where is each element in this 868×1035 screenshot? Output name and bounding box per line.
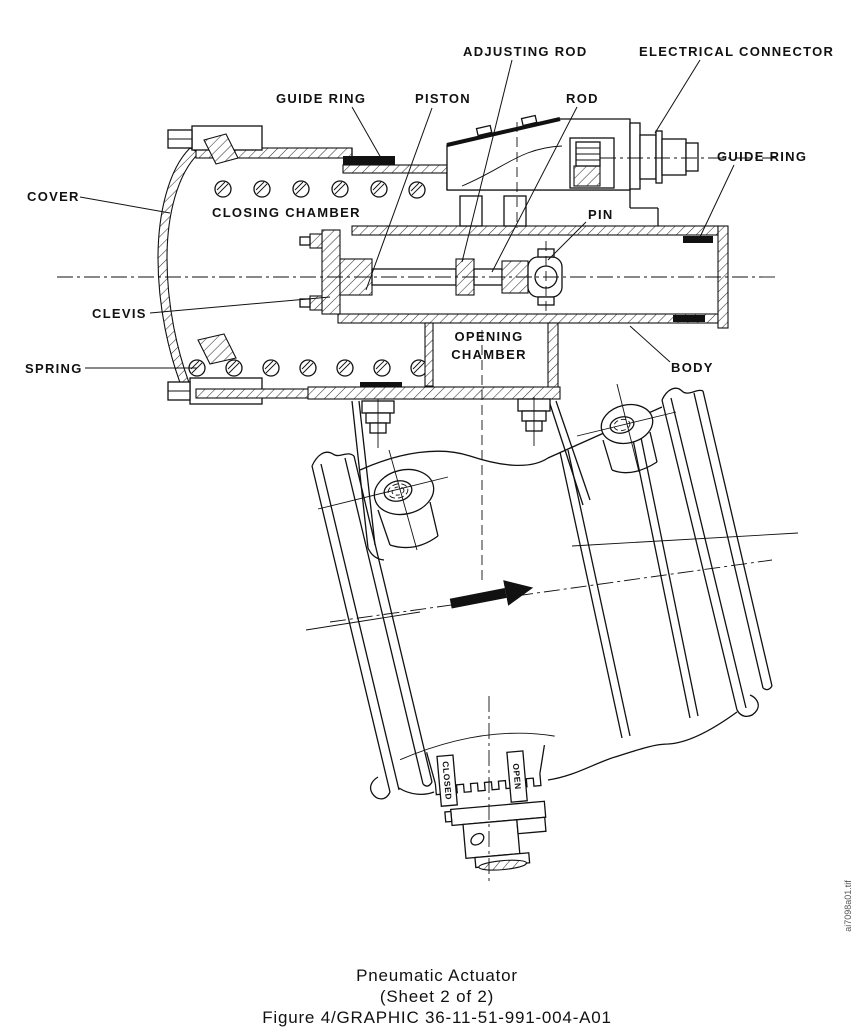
spring-coil bbox=[331, 180, 349, 198]
neck-slot-left bbox=[459, 195, 483, 227]
label-opening-chamber-line2: CHAMBER bbox=[451, 347, 527, 362]
duct-boss-left bbox=[317, 449, 449, 551]
label-pin: PIN bbox=[588, 207, 614, 222]
label-clevis: CLEVIS bbox=[92, 306, 147, 321]
top-lug-pin bbox=[203, 133, 239, 165]
transmitter-boss-1 bbox=[475, 124, 493, 137]
duct-top-edge bbox=[359, 406, 663, 471]
opening-chamber-right-wall bbox=[547, 322, 559, 390]
caption-sheet: (Sheet 2 of 2) bbox=[380, 987, 494, 1006]
leader-clevis bbox=[149, 296, 331, 314]
leader-pin bbox=[547, 221, 587, 261]
label-guide-ring-right: GUIDE RING bbox=[717, 149, 807, 164]
piston-flange bbox=[321, 229, 341, 315]
spring-coil bbox=[225, 359, 243, 377]
open-placard bbox=[506, 750, 528, 803]
shaft-step bbox=[516, 816, 547, 835]
label-body: BODY bbox=[671, 360, 714, 375]
figure-caption: Pneumatic Actuator (Sheet 2 of 2) Figure… bbox=[262, 966, 612, 1027]
transmitter-top-edge bbox=[446, 117, 561, 147]
label-rod: ROD bbox=[566, 91, 599, 106]
label-piston: PISTON bbox=[415, 91, 471, 106]
rack-teeth bbox=[576, 147, 600, 161]
spring-coil bbox=[292, 180, 310, 198]
guide-ring-seal-right-top bbox=[683, 236, 713, 243]
duct-ridges bbox=[559, 422, 699, 739]
closed-placard bbox=[436, 754, 459, 807]
electrical-connector-stack bbox=[629, 122, 699, 190]
leader-guide-ring-right bbox=[699, 164, 735, 238]
flow-arrow bbox=[449, 580, 534, 609]
centerlines bbox=[57, 122, 799, 884]
guide-ring-seal-top-left bbox=[343, 156, 395, 165]
clevis-bolt-bottom bbox=[299, 298, 311, 308]
duct-boss-right bbox=[576, 383, 677, 474]
leader-electrical-connector bbox=[654, 59, 701, 134]
neck-slot-right bbox=[503, 195, 527, 227]
label-adjusting-rod: ADJUSTING ROD bbox=[463, 44, 588, 59]
duct-bottom-edge-left bbox=[398, 787, 435, 795]
transmitter-boss-2 bbox=[520, 114, 538, 127]
duct-bottom-edge-right bbox=[547, 711, 738, 781]
label-closed: CLOSED bbox=[440, 761, 453, 801]
shaft-cap-face bbox=[478, 859, 528, 871]
spring-coil bbox=[262, 359, 280, 377]
leader-adjusting-rod bbox=[461, 59, 513, 263]
position-sector: CLOSED OPEN bbox=[399, 732, 555, 871]
label-opening-chamber-line1: OPENING bbox=[454, 329, 523, 344]
spring-coil bbox=[408, 181, 426, 199]
spring-coil bbox=[370, 180, 388, 198]
leader-cover bbox=[79, 196, 171, 214]
tube-bottom-wall bbox=[337, 313, 719, 324]
label-guide-ring-left: GUIDE RING bbox=[276, 91, 366, 106]
spring-coil bbox=[336, 359, 354, 377]
bottom-lug-pin bbox=[197, 333, 237, 365]
top-step-band bbox=[342, 164, 448, 174]
caption-title: Pneumatic Actuator bbox=[356, 966, 518, 985]
label-electrical-connector: ELECTRICAL CONNECTOR bbox=[639, 44, 834, 59]
spring-coil bbox=[299, 359, 317, 377]
shaft-hole bbox=[470, 832, 485, 846]
duct-left-flange bbox=[311, 451, 433, 800]
opening-chamber-left-wall bbox=[424, 322, 434, 387]
left-flange-centerline bbox=[305, 611, 421, 631]
label-closing-chamber: CLOSING CHAMBER bbox=[212, 205, 361, 220]
guide-ring-seal-bottom-left bbox=[360, 382, 402, 390]
part-labels: COVER GUIDE RING PISTON ADJUSTING ROD RO… bbox=[25, 44, 834, 376]
shaft-plate-tab bbox=[444, 810, 453, 823]
leader-guide-ring-left bbox=[351, 106, 382, 159]
leader-body bbox=[629, 325, 671, 363]
tube-top-wall bbox=[351, 225, 719, 236]
mount-plate bbox=[307, 386, 561, 400]
duct-right-flange bbox=[661, 387, 773, 718]
label-cover: COVER bbox=[27, 189, 80, 204]
spring-coil bbox=[214, 180, 232, 198]
spring-coil bbox=[373, 359, 391, 377]
transmitter-bellows bbox=[573, 165, 601, 187]
right-flange-centerline bbox=[571, 532, 799, 547]
clevis-plate-top bbox=[309, 233, 323, 249]
valve-duct-body: CLOSED OPEN bbox=[311, 383, 773, 871]
leader-piston bbox=[365, 107, 433, 291]
spring-coils-top-row bbox=[214, 180, 426, 199]
transmitter-linkage bbox=[461, 145, 563, 187]
graphic-filename-watermark: ai7098a01.tif bbox=[843, 880, 853, 932]
leader-lines bbox=[79, 59, 735, 369]
label-open: OPEN bbox=[511, 763, 523, 790]
label-spring: SPRING bbox=[25, 361, 83, 376]
caption-figure-number: Figure 4/GRAPHIC 36-11-51-991-004-A01 bbox=[262, 1008, 612, 1027]
clevis-bolt-top bbox=[299, 236, 311, 246]
guide-ring-seal-right-bottom bbox=[673, 315, 705, 322]
leader-rod bbox=[491, 106, 578, 273]
spring-coils-bottom-row bbox=[188, 359, 428, 377]
duct-axis-centerline bbox=[329, 559, 773, 623]
spring-coil bbox=[253, 180, 271, 198]
